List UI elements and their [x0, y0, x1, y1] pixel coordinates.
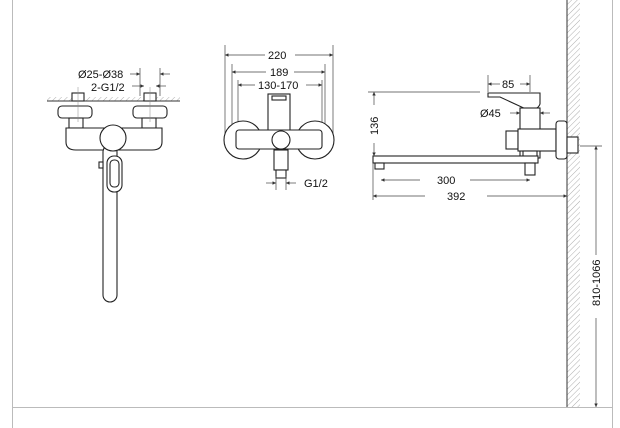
front-view: Ø25-Ø38 2-G1/2 — [47, 68, 180, 303]
wall-hatch — [567, 0, 580, 407]
dim-center-range-label: 130-170 — [258, 80, 298, 92]
dim-body-diameter-label: Ø45 — [480, 108, 501, 120]
profile-view: 85 Ø45 136 300 392 810-1066 — [368, 0, 603, 407]
dim-mount-height-label: 810-1066 — [591, 260, 603, 307]
dim-total-width-label: 220 — [268, 50, 286, 62]
dim-connection-label: Ø25-Ø38 — [78, 69, 123, 81]
side-view: 220 189 130-170 G1/2 — [223, 45, 335, 190]
dim-outlet-thread-label: G1/2 — [304, 178, 328, 190]
dim-handle-label: 85 — [502, 79, 514, 91]
dim-flange-width-label: 189 — [270, 67, 288, 79]
spout-profile — [372, 155, 539, 164]
ceiling-hatch — [47, 97, 180, 101]
drawing-frame — [12, 0, 613, 428]
dim-total-reach-label: 392 — [447, 191, 465, 203]
dim-spout-reach-label: 300 — [437, 175, 455, 187]
dim-height-label: 136 — [369, 117, 381, 135]
dim-thread-label: 2-G1/2 — [91, 82, 125, 94]
